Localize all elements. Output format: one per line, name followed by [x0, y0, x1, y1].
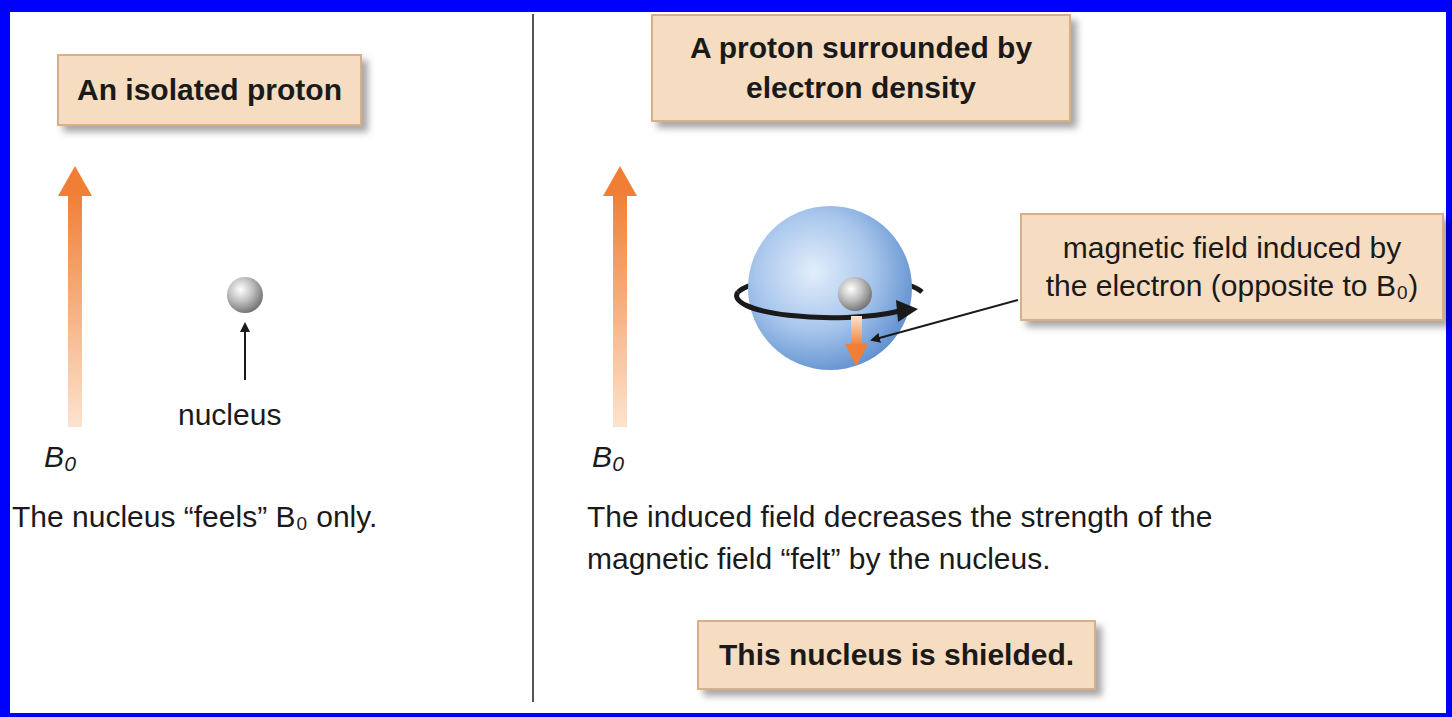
box-text: This nucleus is shielded. — [719, 636, 1074, 674]
caption-note: The induced field decreases the strength… — [587, 496, 1307, 580]
label-box: This nucleus is shielded. — [697, 620, 1096, 690]
box-text: An isolated proton — [77, 72, 342, 108]
caption-note: The nucleus “feels” B₀ only. — [12, 496, 377, 538]
pointer-arrow — [244, 324, 246, 380]
field-arrow — [603, 166, 637, 427]
label-box: magnetic field induced by the electron (… — [1020, 213, 1444, 321]
part-label: nucleus — [178, 394, 281, 436]
box-text: magnetic field induced by the electron (… — [1040, 229, 1424, 305]
field-symbol: B₀ — [44, 436, 77, 478]
electron-orbit — [737, 292, 900, 318]
field-symbol: B₀ — [592, 436, 625, 478]
nucleus-sphere — [838, 277, 872, 311]
induced-field-arrow — [845, 316, 868, 366]
nucleus-sphere — [227, 277, 263, 313]
electron-cloud — [748, 206, 912, 370]
box-text: A proton surrounded by electron density — [667, 28, 1055, 108]
leader-line — [872, 300, 1018, 340]
divider-line — [532, 14, 534, 702]
label-box: An isolated proton — [57, 54, 362, 126]
label-box: A proton surrounded by electron density — [651, 14, 1071, 122]
field-arrow — [58, 166, 92, 427]
orbit-arrowhead — [896, 300, 918, 322]
